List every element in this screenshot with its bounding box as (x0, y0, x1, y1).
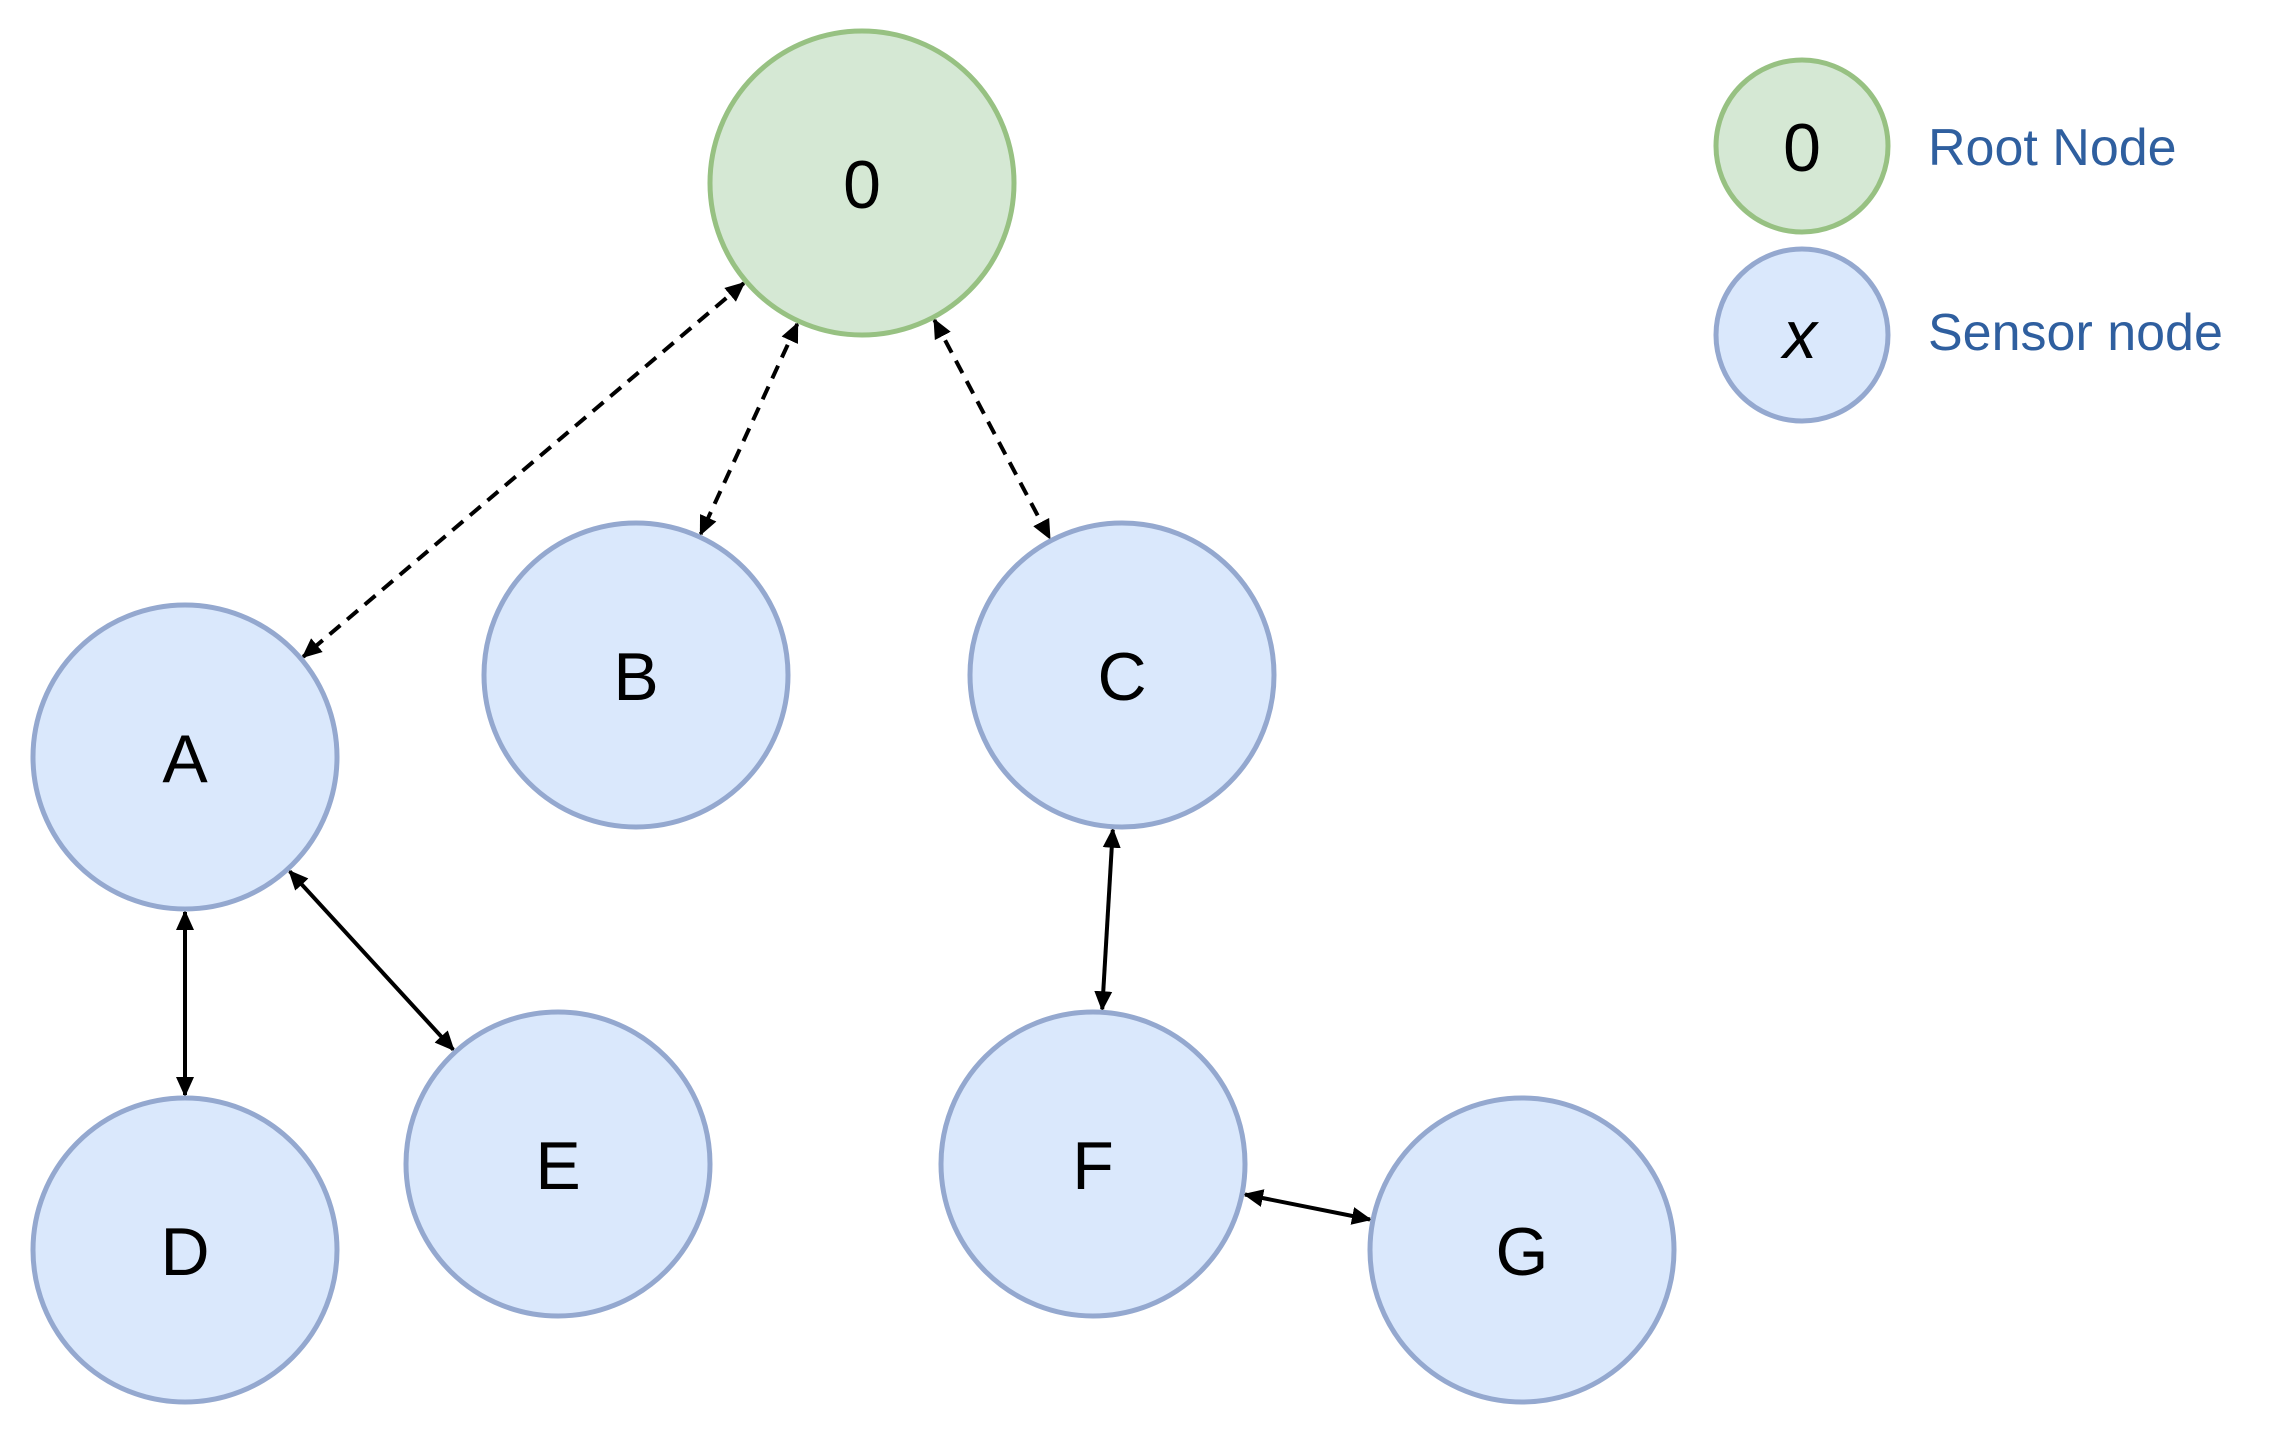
node-0-circle (707, 28, 1017, 338)
node-f: F (938, 1009, 1248, 1319)
node-g: G (1367, 1095, 1677, 1405)
node-b-circle (481, 520, 791, 830)
legend-sensor-label: Sensor node (1928, 304, 2223, 362)
edge-a-e (288, 869, 455, 1052)
node-f-label: F (1072, 1128, 1114, 1204)
legend-sensor-symbol: x (1780, 297, 1819, 373)
node-g-circle (1367, 1095, 1677, 1405)
node-d-circle (30, 1095, 340, 1405)
edge-f-g (1243, 1189, 1372, 1225)
node-c-circle (967, 520, 1277, 830)
legend-root-label: Root Node (1928, 119, 2177, 177)
legend: 0 Root Node x Sensor node (1713, 57, 2223, 424)
node-d-label: D (160, 1214, 209, 1290)
node-e-label: E (535, 1128, 580, 1204)
legend-root-symbol: 0 (1783, 110, 1821, 186)
edges-layer (176, 281, 1372, 1225)
node-d: D (30, 1095, 340, 1405)
legend-item-root: 0 Root Node (1713, 57, 2177, 235)
legend-item-sensor: x Sensor node (1713, 246, 2223, 424)
edge-0-b (698, 322, 800, 536)
edge-0-a (301, 281, 746, 659)
edge-0-c (932, 318, 1052, 540)
node-f-circle (938, 1009, 1248, 1319)
node-c: C (967, 520, 1277, 830)
legend-sensor-swatch (1713, 246, 1891, 424)
node-b: B (481, 520, 791, 830)
edge-c-f (1094, 827, 1121, 1012)
node-g-label: G (1496, 1214, 1549, 1290)
node-e-circle (403, 1009, 713, 1319)
legend-root-swatch (1713, 57, 1891, 235)
node-a-circle (30, 602, 340, 912)
node-b-label: B (613, 639, 658, 715)
node-e: E (403, 1009, 713, 1319)
node-c-label: C (1097, 639, 1146, 715)
node-a-label: A (162, 721, 208, 797)
node-0-label: 0 (843, 147, 881, 223)
node-0: 0 (707, 28, 1017, 338)
nodes-layer: 0A B C D E F G (30, 28, 1677, 1405)
node-a: A (30, 602, 340, 912)
